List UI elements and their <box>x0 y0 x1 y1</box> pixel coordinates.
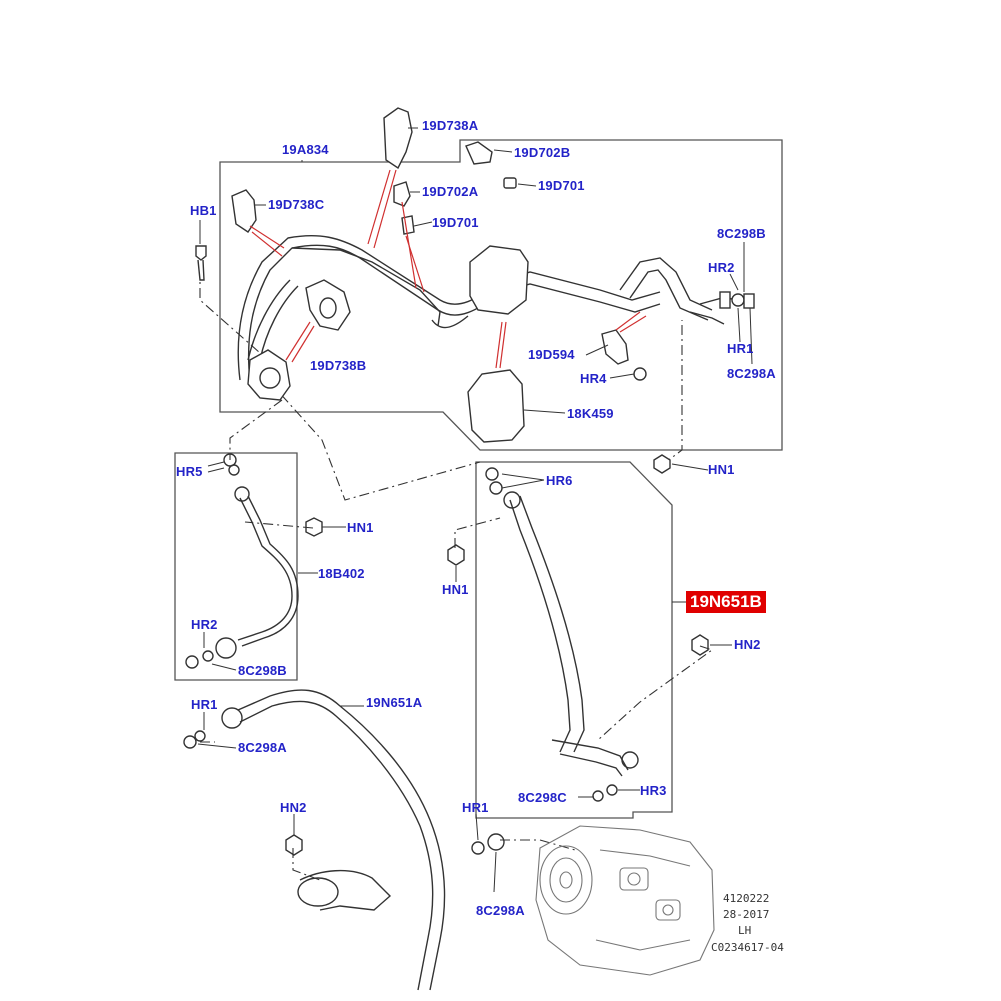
frame-18B402 <box>174 452 298 681</box>
label-8C298A-right[interactable]: 8C298A <box>476 903 525 918</box>
label-HR6[interactable]: HR6 <box>546 473 573 488</box>
sensor-19D738C <box>231 189 257 233</box>
oring-HR5-b <box>228 464 240 476</box>
label-19D594[interactable]: 19D594 <box>528 347 575 362</box>
label-HR5[interactable]: HR5 <box>176 464 203 479</box>
hose-18B402 <box>185 453 323 669</box>
fitting-19N651B-bottom <box>621 751 639 769</box>
label-HN1-left[interactable]: HN1 <box>347 520 374 535</box>
fitting-8C298B-upper <box>719 291 731 309</box>
nut-HN1-mid <box>447 544 465 566</box>
label-19D702B[interactable]: 19D702B <box>514 145 571 160</box>
fitting-8C298A-left <box>183 735 197 749</box>
silencer-18K459 <box>467 369 525 443</box>
label-19D738B[interactable]: 19D738B <box>310 358 367 373</box>
label-8C298B-lower[interactable]: 8C298B <box>238 663 287 678</box>
sensor-19D594 <box>601 329 629 365</box>
label-18B402[interactable]: 18B402 <box>318 566 365 581</box>
label-19D702A[interactable]: 19D702A <box>422 184 479 199</box>
oring-HR4 <box>633 367 647 381</box>
mount-ring <box>259 367 281 389</box>
fitting-18B402-bottom <box>215 637 237 659</box>
fitting-8C298C <box>592 790 604 802</box>
label-HN1-right[interactable]: HN1 <box>708 462 735 477</box>
label-HN2-lower[interactable]: HN2 <box>280 800 307 815</box>
nut-HN1-left <box>305 517 323 537</box>
label-19N651B-highlighted[interactable]: 19N651B <box>686 591 766 613</box>
label-18K459[interactable]: 18K459 <box>567 406 614 421</box>
label-19A834[interactable]: 19A834 <box>282 142 329 157</box>
label-HR1-upper[interactable]: HR1 <box>727 341 754 356</box>
oring-HR3 <box>606 784 618 796</box>
label-leaders <box>197 127 753 893</box>
hose-19N651B <box>447 467 709 802</box>
fitting-8C298B-lower <box>185 655 199 669</box>
label-HR2-lower[interactable]: HR2 <box>191 617 218 632</box>
label-8C298C[interactable]: 8C298C <box>518 790 567 805</box>
hose-19N651A <box>183 689 505 991</box>
nut-HN1-right <box>653 454 671 474</box>
fitting-8C298A-upper <box>743 293 755 309</box>
fitting-18B402-top <box>234 486 250 502</box>
oring-HR6-a <box>485 467 499 481</box>
sensor-19D702A <box>393 181 411 207</box>
label-HB1[interactable]: HB1 <box>190 203 217 218</box>
label-8C298A-upper[interactable]: 8C298A <box>727 366 776 381</box>
label-HR1-left[interactable]: HR1 <box>191 697 218 712</box>
fitting-19N651A-compressor <box>297 877 339 907</box>
label-HR1-right[interactable]: HR1 <box>462 800 489 815</box>
upper-components <box>195 107 755 474</box>
label-19D701-mid[interactable]: 19D701 <box>432 215 479 230</box>
label-HR3[interactable]: HR3 <box>640 783 667 798</box>
label-HR4[interactable]: HR4 <box>580 371 607 386</box>
label-19D701-top[interactable]: 19D701 <box>538 178 585 193</box>
bracket-19D738B-hole <box>319 297 337 319</box>
frame-19N651B <box>475 461 673 819</box>
bolt-HB1 <box>195 245 207 281</box>
oring-HR2-lower <box>202 650 214 662</box>
group-frames <box>174 139 783 819</box>
sensor-19D701-mid <box>401 215 415 235</box>
label-HR2-upper[interactable]: HR2 <box>708 260 735 275</box>
oring-HR6-b <box>489 481 503 495</box>
fitting-19N651B-top <box>503 491 521 509</box>
sensor-19D738A <box>383 107 413 170</box>
label-8C298B-upper[interactable]: 8C298B <box>717 226 766 241</box>
reference-code-4: C0234617-04 <box>711 941 784 954</box>
fitting-8C298A-right <box>487 833 505 851</box>
frame-19A834 <box>219 139 783 451</box>
red-leaders <box>249 169 647 369</box>
label-19N651A[interactable]: 19N651A <box>366 695 423 710</box>
compressor <box>535 825 715 976</box>
label-HN2-upper[interactable]: HN2 <box>734 637 761 652</box>
reference-code-2: 28-2017 <box>723 908 770 921</box>
receiver-drier <box>469 245 529 315</box>
nut-HN2-lower <box>285 834 303 856</box>
oring-HR2-upper <box>731 293 745 307</box>
label-8C298A-left[interactable]: 8C298A <box>238 740 287 755</box>
label-19D738A[interactable]: 19D738A <box>422 118 479 133</box>
nut-HN2-upper <box>691 634 709 656</box>
sensor-19D702B <box>465 141 493 165</box>
label-HN1-mid[interactable]: HN1 <box>442 582 469 597</box>
fitting-19N651A-left <box>221 707 243 729</box>
oring-HR1-left <box>194 730 206 742</box>
reference-code-3: LH <box>738 924 752 937</box>
reference-code-1: 4120222 <box>723 892 770 905</box>
oring-HR1-right <box>471 841 485 855</box>
sensor-19D701-top <box>503 177 517 189</box>
label-19D738C[interactable]: 19D738C <box>268 197 325 212</box>
